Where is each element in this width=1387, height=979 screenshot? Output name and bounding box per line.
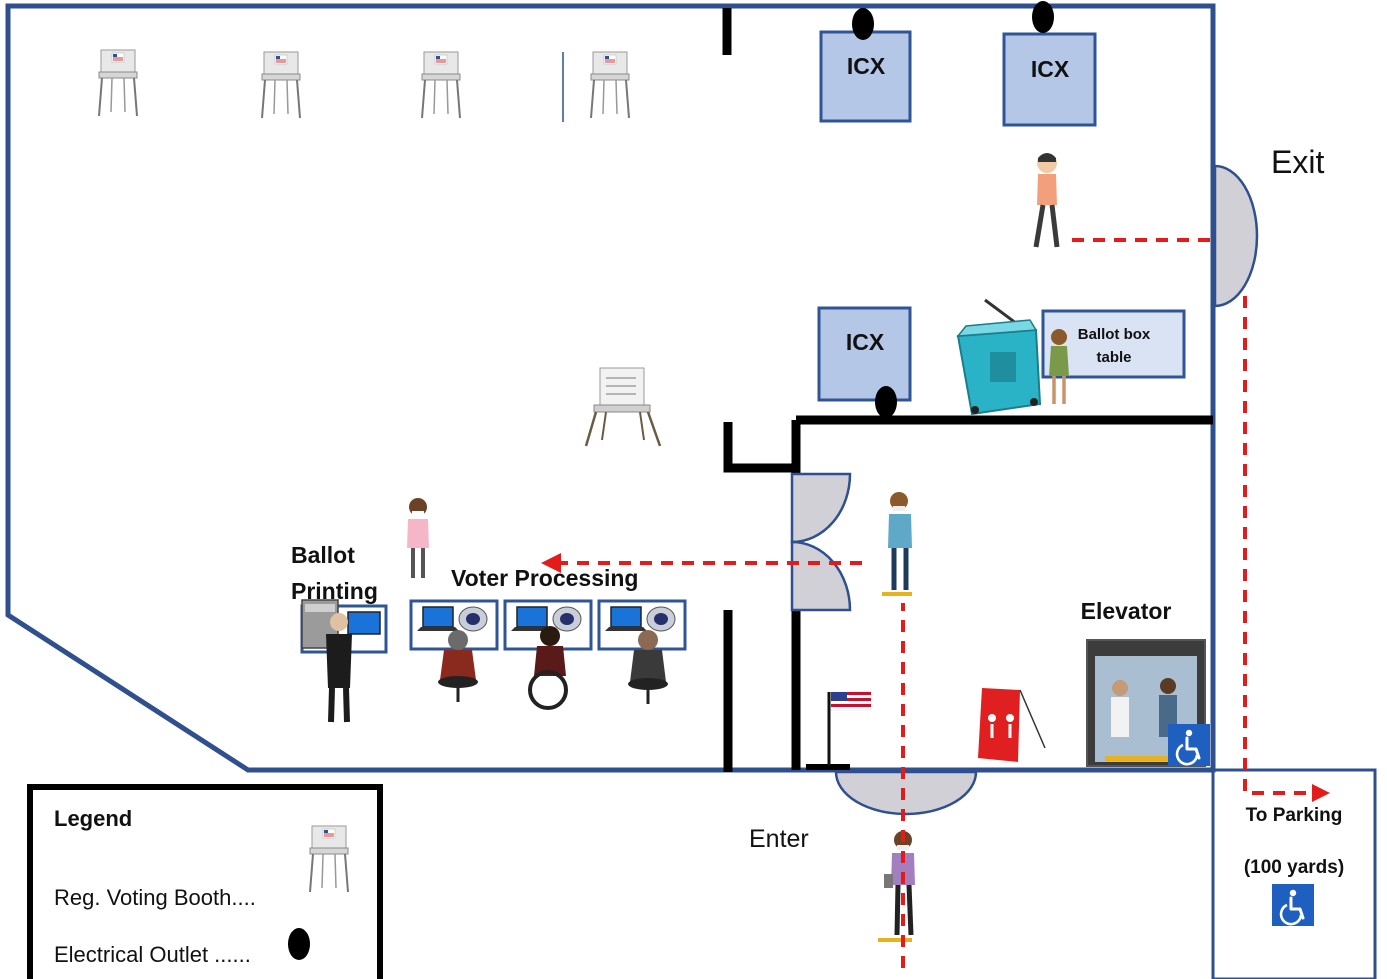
icx-label: ICX bbox=[1031, 56, 1070, 82]
icx-unit-2: ICX bbox=[1002, 32, 1097, 127]
legend-booth-label: Reg. Voting Booth.... bbox=[54, 885, 256, 910]
electrical-outlet-icon bbox=[1032, 1, 1054, 33]
parking-area-box bbox=[1211, 768, 1377, 979]
voting-booth-icon bbox=[590, 51, 630, 119]
poll-worker-figure bbox=[407, 498, 429, 578]
accessible-voting-booth-icon bbox=[584, 367, 662, 447]
to-parking-label: To Parking bbox=[1246, 805, 1343, 826]
ballot-box-icon bbox=[956, 298, 1042, 416]
electrical-outlet-icon bbox=[852, 8, 874, 40]
ballot-printing-station bbox=[300, 599, 388, 723]
voting-booth-icon bbox=[261, 51, 301, 119]
voting-booth-icon bbox=[421, 51, 461, 119]
voter-processing-station bbox=[409, 599, 499, 702]
ballot-box-table-label: table bbox=[1096, 349, 1131, 366]
elevator-label: Elevator bbox=[1081, 598, 1172, 624]
parking-distance-label: (100 yards) bbox=[1244, 857, 1344, 878]
entrance-door bbox=[834, 770, 978, 816]
voter-processing-station bbox=[503, 599, 593, 710]
social-distancing-sign-icon bbox=[978, 688, 1046, 762]
ballot-printing-label: Ballot bbox=[291, 542, 355, 568]
ballot-box-table-label: Ballot box bbox=[1078, 326, 1151, 343]
enter-label: Enter bbox=[749, 825, 809, 853]
interior-double-door bbox=[790, 472, 852, 612]
electrical-outlet-icon bbox=[875, 386, 897, 418]
icx-unit-1: ICX bbox=[819, 30, 912, 123]
legend-title: Legend bbox=[54, 806, 132, 831]
waiting-voter-figure bbox=[882, 492, 912, 596]
icx-label: ICX bbox=[847, 53, 886, 79]
icx-label: ICX bbox=[846, 329, 885, 355]
exit-label: Exit bbox=[1271, 144, 1324, 180]
voter-flow-path bbox=[560, 238, 1316, 968]
us-flag-icon bbox=[827, 691, 872, 766]
icx-unit-3: ICX bbox=[817, 306, 912, 402]
poll-worker-figure bbox=[1049, 329, 1069, 404]
wheelchair-icon bbox=[1166, 722, 1212, 768]
electrical-outlet-icon bbox=[288, 928, 310, 960]
entering-voter-figure bbox=[878, 831, 915, 942]
voting-booth-icon bbox=[98, 49, 138, 117]
voter-processing-station bbox=[597, 599, 687, 704]
legend-outlet-label: Electrical Outlet ...... bbox=[54, 942, 251, 967]
arrowhead-icon bbox=[541, 553, 1330, 802]
ballot-printing-label: Printing bbox=[291, 578, 378, 604]
exiting-voter-figure bbox=[1033, 153, 1060, 248]
legend-box: Legend Reg. Voting Booth.... Electrical … bbox=[27, 784, 383, 979]
interior-partitions bbox=[722, 8, 1213, 772]
exit-door bbox=[1213, 164, 1259, 308]
voter-processing-label: Voter Processing bbox=[451, 565, 638, 591]
elevator bbox=[1086, 639, 1206, 767]
wheelchair-icon bbox=[1270, 882, 1316, 928]
